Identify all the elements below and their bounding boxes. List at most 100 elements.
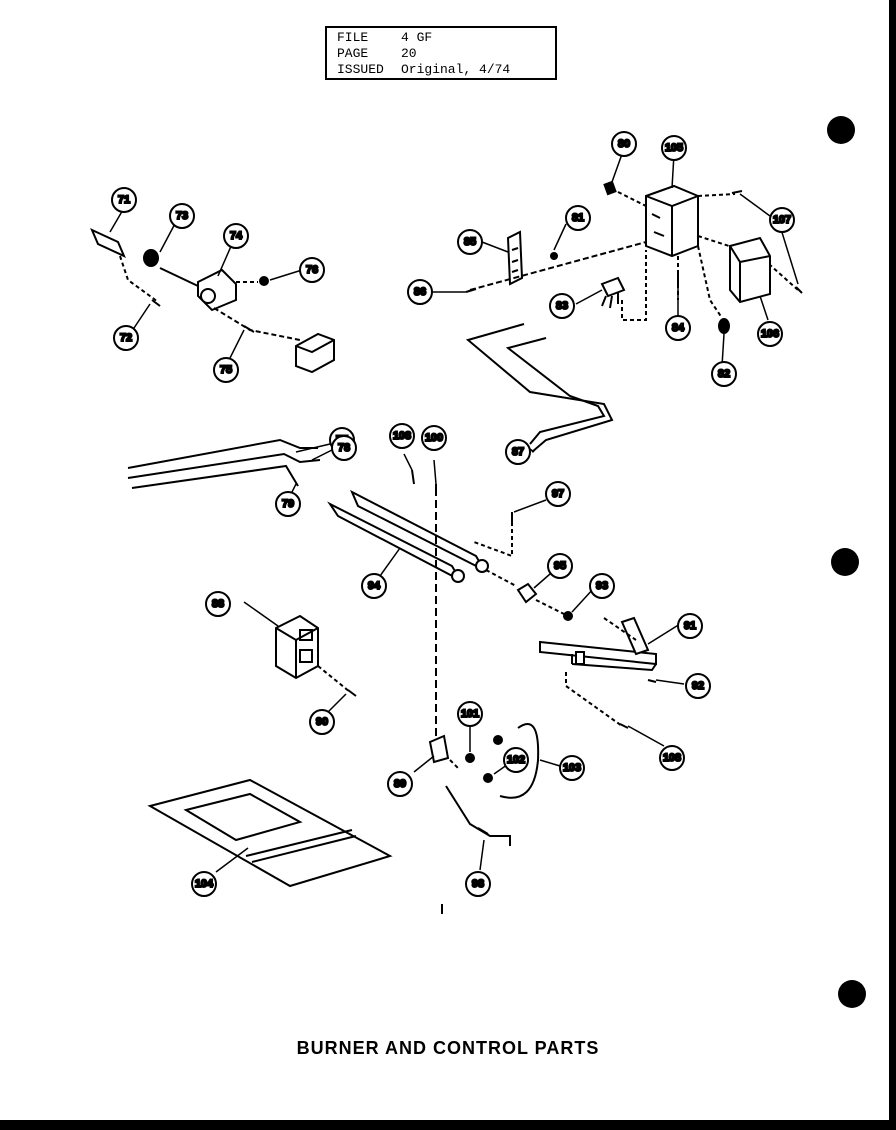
callout-75: 75 xyxy=(213,357,239,383)
callout-108-right: 108 xyxy=(659,745,685,771)
box-part-105 xyxy=(645,184,699,258)
fitting-part-76 xyxy=(259,276,269,286)
callout-90: 90 xyxy=(309,709,335,735)
callout-88: 88 xyxy=(205,591,231,617)
issued-value: Original, 4/74 xyxy=(401,62,511,77)
assembly-line xyxy=(485,569,517,587)
callout-label: 76 xyxy=(306,264,318,276)
callout-102: 102 xyxy=(503,747,529,773)
callout-94: 94 xyxy=(361,573,387,599)
valve-part-88 xyxy=(275,614,319,680)
assembly-line xyxy=(617,191,647,207)
bracket-part-71 xyxy=(90,228,126,258)
callout-label: 104 xyxy=(195,878,214,890)
screw-part-92 xyxy=(647,679,657,683)
callout-76: 76 xyxy=(299,257,325,283)
pilot-part-109 xyxy=(411,469,415,485)
screw-part-86 xyxy=(465,288,477,293)
callout-label: 108 xyxy=(393,430,411,442)
burner-part-94 xyxy=(327,489,489,583)
callout-label: 102 xyxy=(507,754,525,766)
callout-87: 87 xyxy=(505,439,531,465)
callout-91: 91 xyxy=(677,613,703,639)
nut-part-93 xyxy=(563,611,573,621)
callout-label: 93 xyxy=(596,580,608,592)
thermocouple-part-98 xyxy=(445,785,511,846)
callout-label: 106 xyxy=(761,328,779,340)
callout-72: 72 xyxy=(113,325,139,351)
callout-97: 97 xyxy=(545,481,571,507)
assembly-line xyxy=(317,665,351,693)
callout-label: 74 xyxy=(230,230,243,242)
fitting-part-89 xyxy=(428,734,450,764)
callout-73: 73 xyxy=(169,203,195,229)
leader-lines xyxy=(109,153,799,873)
tube-part-87 xyxy=(465,323,614,453)
callout-84: 84 xyxy=(665,315,691,341)
bracket-part-85 xyxy=(506,230,524,286)
tube-part-78 xyxy=(127,452,321,479)
assembly-line xyxy=(469,241,647,291)
assembly-line xyxy=(473,522,513,558)
callout-label: 94 xyxy=(368,580,381,592)
cover-part xyxy=(295,332,335,374)
callout-92: 92 xyxy=(685,673,711,699)
callout-108-top: 108 xyxy=(389,423,415,449)
callout-label: 85 xyxy=(464,236,476,248)
part-82 xyxy=(718,318,730,334)
callout-label: 72 xyxy=(120,332,132,344)
valve-part-74 xyxy=(159,267,237,312)
callout-101: 101 xyxy=(457,701,483,727)
callout-80: 80 xyxy=(611,131,637,157)
callout-label: 105 xyxy=(665,142,683,154)
callout-83: 83 xyxy=(549,293,575,319)
part-83 xyxy=(600,276,626,309)
callout-label: 108 xyxy=(663,752,681,764)
binder-hole xyxy=(827,116,855,144)
callout-82: 82 xyxy=(711,361,737,387)
callout-label: 89 xyxy=(394,778,406,790)
page-edge-bottom xyxy=(0,1120,896,1130)
callout-label: 103 xyxy=(563,762,581,774)
plate-part-104 xyxy=(147,778,393,888)
nut-part-73 xyxy=(143,249,159,267)
nut-part-101 xyxy=(465,753,475,763)
callout-label: 95 xyxy=(554,560,566,572)
callout-label: 80 xyxy=(618,138,630,150)
callout-label: 100 xyxy=(425,432,443,444)
callout-label: 84 xyxy=(672,322,685,334)
assembly-line xyxy=(535,599,565,615)
callout-label: 97 xyxy=(552,488,564,500)
callout-label: 75 xyxy=(220,364,232,376)
callout-104: 104 xyxy=(191,871,217,897)
tube-part-79 xyxy=(131,464,299,489)
screw-part-108 xyxy=(619,723,629,729)
assembly-line xyxy=(119,255,159,303)
callout-label: 107 xyxy=(773,214,791,226)
callout-label: 79 xyxy=(282,498,294,510)
screw-part-90 xyxy=(347,689,357,697)
assembly-line xyxy=(449,759,459,769)
callout-98: 98 xyxy=(465,871,491,897)
callout-label: 91 xyxy=(684,620,696,632)
callout-label: 101 xyxy=(461,708,479,720)
callout-85: 85 xyxy=(457,229,483,255)
callout-label: 73 xyxy=(176,210,188,222)
assembly-line xyxy=(213,307,301,341)
callout-79: 79 xyxy=(275,491,301,517)
fitting-part-81 xyxy=(550,252,558,260)
page-value: 20 xyxy=(401,46,417,61)
binder-hole xyxy=(831,548,859,576)
callout-label: 90 xyxy=(316,716,328,728)
page-edge-right xyxy=(889,0,896,1130)
file-value: 4 GF xyxy=(401,30,433,45)
assembly-line xyxy=(565,672,623,727)
callout-105: 105 xyxy=(661,135,687,161)
callout-103: 103 xyxy=(559,755,585,781)
callout-label: 92 xyxy=(692,680,704,692)
callout-100: 100 xyxy=(421,425,447,451)
callout-label: 87 xyxy=(512,446,524,458)
binder-hole xyxy=(838,980,866,1008)
fitting-part-102 xyxy=(483,735,503,783)
